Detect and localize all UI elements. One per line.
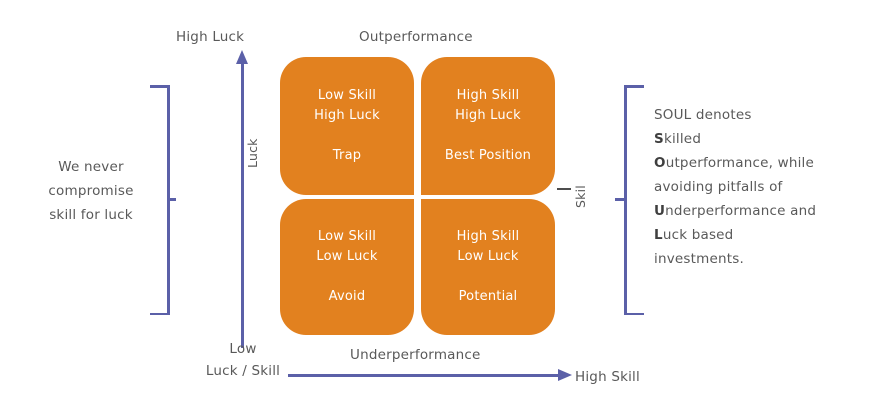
left-callout-text: We never compromise skill for luck xyxy=(36,155,146,227)
quadrant-attribute-line1: Low Skill xyxy=(317,88,377,103)
right-bracket-tick-top xyxy=(624,85,644,88)
right-callout-line5: Underperformance and xyxy=(654,199,864,223)
quadrant-role-label: Avoid xyxy=(328,289,366,304)
quadrant-bottom-left[interactable]: Low Skill Low Luck Avoid xyxy=(280,199,414,335)
left-callout-line2: compromise xyxy=(48,183,134,199)
right-callout-line3: Outperformance, while xyxy=(654,151,864,175)
left-bracket-tick-bottom xyxy=(150,312,170,315)
right-callout-line6-initial: L xyxy=(654,227,663,243)
right-callout-line5-rest: nderperformance and xyxy=(665,203,817,219)
quadrant-attribute-line1: Low Skill xyxy=(317,229,377,244)
quadrant-top-right[interactable]: High Skill High Luck Best Position xyxy=(421,57,555,195)
x-axis-arrowhead-icon xyxy=(558,369,572,381)
right-callout-line5-initial: U xyxy=(654,203,666,219)
right-bracket-spine xyxy=(624,85,627,315)
x-axis-label: Skil xyxy=(573,185,588,208)
right-callout-text: SOUL denotes Skilled Outperformance, whi… xyxy=(654,103,864,271)
quadrant-attribute-line2: Low Luck xyxy=(457,249,519,264)
quadrant-attribute-line2: High Luck xyxy=(314,108,380,123)
quadrant-attribute-line1: High Skill xyxy=(456,88,520,103)
quadrant-top-left[interactable]: Low Skill High Luck Trap xyxy=(280,57,414,195)
quadrant-attribute-line2: High Luck xyxy=(455,108,521,123)
axes-origin-caption-line2: Luck / Skill xyxy=(205,363,281,379)
right-callout-line2: Skilled xyxy=(654,127,864,151)
right-callout-line3-initial: O xyxy=(654,155,666,171)
y-axis-top-caption: High Luck xyxy=(176,29,245,45)
x-axis-line xyxy=(288,374,560,377)
band-label-underperformance: Underperformance xyxy=(350,347,481,363)
right-callout-line4: avoiding pitfalls of xyxy=(654,179,783,195)
right-callout-line2-rest: killed xyxy=(663,131,702,147)
left-bracket-icon xyxy=(150,85,176,315)
left-callout-line1: We never xyxy=(58,159,124,175)
left-bracket-tick-top xyxy=(150,85,170,88)
right-callout-line7: investments. xyxy=(654,251,744,267)
y-axis-arrowhead-icon xyxy=(236,50,248,64)
axes-origin-caption-line1: Low xyxy=(229,341,257,357)
quadrant-attribute-line2: Low Luck xyxy=(316,249,378,264)
y-axis-line xyxy=(241,62,244,348)
right-bracket-icon xyxy=(615,85,644,315)
quadrant-bottom-right[interactable]: High Skill Low Luck Potential xyxy=(421,199,555,335)
y-axis-label: Luck xyxy=(245,138,260,168)
right-bracket-tick-bottom xyxy=(624,312,644,315)
quadrant-role-label: Trap xyxy=(332,148,362,163)
right-callout-line1: SOUL denotes xyxy=(654,107,752,123)
x-axis-label-tick-icon xyxy=(557,188,571,190)
right-callout-line3-rest: utperformance, while xyxy=(665,155,814,171)
right-callout-line2-initial: S xyxy=(654,131,664,147)
left-callout-line3: skill for luck xyxy=(49,207,133,223)
right-callout-line6-rest: uck based xyxy=(662,227,734,243)
left-bracket-tick-middle xyxy=(167,198,176,201)
quadrant-attribute-line1: High Skill xyxy=(456,229,520,244)
right-bracket-tick-middle xyxy=(615,198,625,201)
right-callout-line6: Luck based xyxy=(654,223,864,247)
band-label-outperformance: Outperformance xyxy=(359,29,473,45)
quadrant-role-label: Best Position xyxy=(444,148,532,163)
x-axis-right-caption: High Skill xyxy=(575,369,640,385)
quadrant-role-label: Potential xyxy=(458,289,518,304)
axes-origin-caption: Low Luck / Skill xyxy=(188,338,298,382)
